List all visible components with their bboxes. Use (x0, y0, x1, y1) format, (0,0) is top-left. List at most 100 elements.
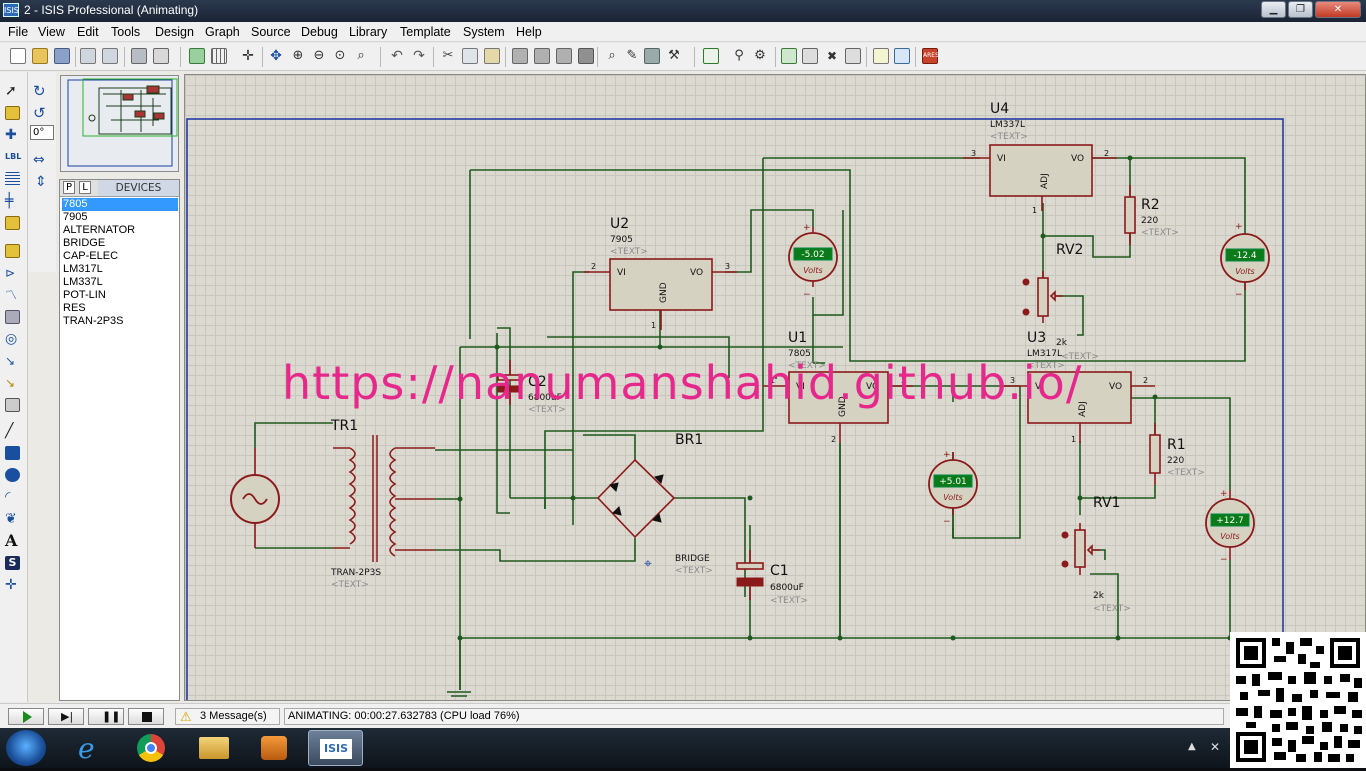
menu-system[interactable]: System (463, 25, 505, 39)
print-area-icon[interactable] (153, 48, 169, 64)
path-mode-icon[interactable]: ❦ (5, 511, 17, 527)
text-script-mode-icon[interactable] (5, 172, 20, 186)
export-icon[interactable] (102, 48, 118, 64)
zoom-in-icon[interactable]: ⊕ (292, 48, 304, 63)
voltmeter-u1[interactable]: +5.01 Volts + − (928, 450, 978, 527)
rotation-angle-field[interactable]: 0° (30, 125, 54, 140)
grid-icon[interactable] (211, 48, 227, 64)
box-mode-icon[interactable] (5, 446, 20, 460)
save-icon[interactable] (54, 48, 70, 64)
device-item[interactable]: LM337L (63, 276, 103, 288)
arc-mode-icon[interactable]: ◜ (5, 489, 11, 505)
taskbar-isis[interactable]: ISIS (308, 730, 363, 766)
device-item[interactable]: TRAN-2P3S (63, 315, 124, 327)
transformer-tr1[interactable]: TR1 TRAN-2P3S <TEXT> (330, 418, 435, 590)
device-pins-mode-icon[interactable]: ⊳ (5, 266, 16, 280)
block-copy-icon[interactable] (512, 48, 528, 64)
electrical-rules-check-icon[interactable] (894, 48, 910, 64)
menu-help[interactable]: Help (516, 25, 542, 39)
paste-icon[interactable] (484, 48, 500, 64)
device-item[interactable]: RES (63, 302, 86, 314)
menu-template[interactable]: Template (400, 25, 451, 39)
component-mode-icon[interactable] (5, 106, 20, 120)
package-tool-icon[interactable] (644, 48, 660, 64)
zoom-all-icon[interactable]: ⊙ (334, 48, 346, 63)
origin-icon[interactable]: ✛ (242, 48, 254, 64)
taskbar-media-player[interactable] (246, 730, 301, 766)
bridge-rectifier-br1[interactable]: BR1 BRIDGE <TEXT> ⌖ (596, 432, 713, 576)
selection-mode-icon[interactable]: ➚ (5, 83, 17, 99)
minimize-button[interactable]: ▁ (1261, 1, 1286, 18)
device-item[interactable]: CAP-ELEC (63, 250, 119, 262)
potentiometer-rv1[interactable]: RV1 2k <TEXT> (1061, 495, 1131, 614)
block-delete-icon[interactable] (578, 48, 594, 64)
circle-mode-icon[interactable] (5, 468, 20, 482)
ares-netlist-icon[interactable]: ARES (922, 48, 939, 64)
potentiometer-rv2[interactable]: RV2 2k <TEXT> (1022, 242, 1099, 362)
rotate-anticlockwise-icon[interactable]: ↺ (33, 104, 46, 122)
symbol-mode-icon[interactable]: S (5, 556, 20, 570)
device-item[interactable]: ALTERNATOR (63, 224, 136, 236)
voltage-probe-mode-icon[interactable]: ↘ (5, 354, 16, 368)
play-button[interactable] (8, 708, 44, 725)
menu-design[interactable]: Design (155, 25, 194, 39)
stop-button[interactable] (128, 708, 164, 725)
voltmeter-u3[interactable]: +12.7 Volts + − (1205, 489, 1255, 565)
bill-of-materials-icon[interactable] (873, 48, 889, 64)
menu-tools[interactable]: Tools (111, 25, 141, 39)
junction-dot-mode-icon[interactable]: ✚ (5, 127, 17, 143)
capacitor-c2[interactable]: C2 6800uF <TEXT> (497, 360, 566, 415)
device-item[interactable]: LM317L (63, 263, 103, 275)
zoom-area-icon[interactable]: ⌕ (357, 48, 365, 63)
device-item[interactable]: 7905 (63, 211, 88, 223)
rotate-clockwise-icon[interactable]: ↻ (33, 82, 46, 100)
cut-icon[interactable]: ✂ (442, 48, 454, 63)
tray-arrow-icon[interactable]: ▲ (1188, 741, 1196, 752)
voltmeter-u4[interactable]: -12.4 Volts + − (1220, 222, 1270, 300)
menu-edit[interactable]: Edit (77, 25, 99, 39)
mirror-y-icon[interactable]: ⇕ (35, 174, 47, 190)
exit-parent-icon[interactable]: ✖ (826, 49, 838, 63)
open-folder-icon[interactable] (32, 48, 48, 64)
copy-icon[interactable] (462, 48, 478, 64)
remove-sheet-icon[interactable] (802, 48, 818, 64)
regulator-u1[interactable]: U1 7805 <TEXT> VI VO GND 1 3 2 (763, 330, 913, 444)
refresh-icon[interactable] (189, 48, 205, 64)
maximize-button[interactable]: ❐ (1288, 1, 1313, 18)
voltmeter-u2[interactable]: -5.02 Volts + − (788, 223, 838, 300)
messages-indicator[interactable]: ⚠ 3 Message(s) (175, 708, 280, 725)
virtual-instruments-mode-icon[interactable] (5, 398, 20, 412)
zoom-child-icon[interactable] (845, 48, 861, 64)
regulator-u2[interactable]: U2 7905 <TEXT> VI VO GND 2 3 1 (584, 216, 737, 330)
library-manager-button[interactable]: L (79, 181, 91, 194)
regulator-u4[interactable]: U4 LM337L <TEXT> VI VO ADJ 3 2 1 (963, 101, 1117, 215)
close-button[interactable]: ✕ (1315, 1, 1361, 18)
pick-devices-button[interactable]: P (63, 181, 75, 194)
text-mode-icon[interactable]: A (5, 531, 18, 550)
block-rotate-icon[interactable] (556, 48, 572, 64)
tape-recorder-mode-icon[interactable] (5, 310, 20, 324)
graph-mode-icon[interactable]: 〽 (5, 288, 18, 302)
zoom-out-icon[interactable]: ⊖ (313, 48, 325, 63)
overview-window[interactable] (60, 75, 179, 172)
resistor-r2[interactable]: R2 220 <TEXT> (1124, 185, 1179, 245)
search-tag-icon[interactable]: ⚲ (734, 48, 744, 63)
menu-view[interactable]: View (38, 25, 65, 39)
menu-graph[interactable]: Graph (205, 25, 240, 39)
property-tool-icon[interactable]: ⚙ (754, 48, 766, 63)
resistor-r1[interactable]: R1 220 <TEXT> (1149, 423, 1205, 485)
taskbar-chrome[interactable] (124, 730, 179, 766)
step-button[interactable]: ▶| (48, 708, 84, 725)
redo-icon[interactable]: ↷ (413, 48, 425, 64)
device-item[interactable]: 7805 (62, 198, 178, 211)
menu-source[interactable]: Source (251, 25, 291, 39)
ac-source[interactable] (230, 448, 280, 548)
taskbar-internet-explorer[interactable]: e (64, 730, 119, 766)
buses-mode-icon[interactable]: ╪ (5, 193, 14, 209)
decompose-icon[interactable]: ⚒ (668, 48, 680, 63)
pick-device-icon[interactable]: ⌕ (608, 48, 616, 63)
wire-label-mode-icon[interactable]: LBL (5, 152, 22, 161)
new-file-icon[interactable] (10, 48, 26, 64)
start-button[interactable] (6, 730, 46, 766)
generator-mode-icon[interactable]: ◎ (5, 331, 18, 347)
